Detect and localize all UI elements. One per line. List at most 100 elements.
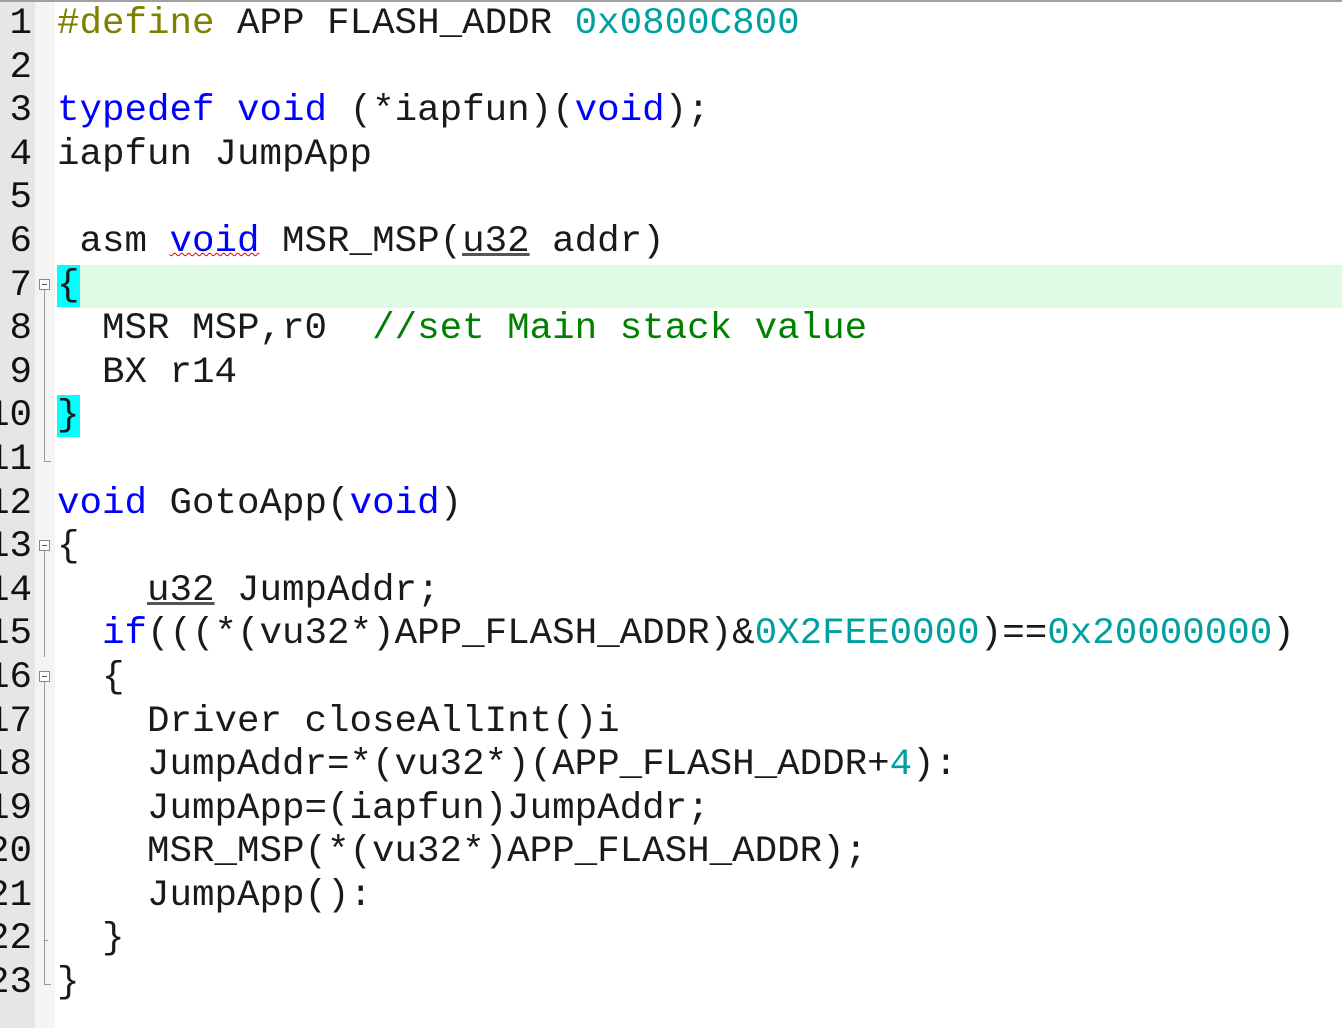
code-line[interactable]: 20 MSR_MSP(*(vu32*)APP_FLASH_ADDR); xyxy=(0,831,1342,875)
code-text[interactable]: MSR MSP,r0 //set Main stack value xyxy=(57,308,1342,352)
line-number: 11 xyxy=(0,438,32,481)
code-line[interactable]: 5 xyxy=(0,177,1342,221)
token: ) xyxy=(1272,613,1295,656)
code-text[interactable]: if(((*(vu32*)APP_FLASH_ADDR)&0X2FEE0000)… xyxy=(57,613,1342,657)
token-num: 0X2FEE0000 xyxy=(754,613,980,656)
token: JumpApp(): xyxy=(57,874,373,917)
code-line[interactable]: 21 JumpApp(): xyxy=(0,874,1342,919)
token-ul: u32 xyxy=(462,220,530,263)
token-num: 4 xyxy=(889,744,913,787)
code-line[interactable]: 11 xyxy=(0,438,1342,483)
line-number: 20 xyxy=(0,831,32,874)
code-text[interactable]: } xyxy=(57,918,1342,962)
code-text[interactable]: BX r14 xyxy=(57,352,1342,396)
token: { xyxy=(57,656,125,699)
code-line[interactable]: 18 JumpAddr=*(vu32*)(APP_FLASH_ADDR+4): xyxy=(0,744,1342,788)
code-line[interactable]: 6 asm void MSR_MSP(u32 addr) xyxy=(0,221,1342,265)
code-text[interactable]: #define APP FLASH_ADDR 0x0800C800 xyxy=(57,3,1342,47)
token: JumpAddr=*(vu32*)(APP_FLASH_ADDR+ xyxy=(57,744,890,787)
code-text[interactable]: u32 JumpAddr; xyxy=(57,570,1342,614)
fold-guide xyxy=(37,787,53,832)
fold-margin xyxy=(35,2,55,1028)
line-number: 23 xyxy=(0,962,32,1005)
code-line[interactable]: 15 if(((*(vu32*)APP_FLASH_ADDR)&0X2FEE00… xyxy=(0,613,1342,657)
code-line[interactable]: 8 MSR MSP,r0 //set Main stack value xyxy=(0,308,1342,352)
code-line[interactable]: 23} xyxy=(0,962,1342,1006)
token-kw: void xyxy=(349,482,440,525)
fold-guide xyxy=(37,831,53,875)
code-line[interactable]: 1 #define APP FLASH_ADDR 0x0800C800 xyxy=(0,3,1342,47)
fold-guide xyxy=(37,177,53,221)
line-number: 21 xyxy=(0,874,32,917)
code-text[interactable]: { xyxy=(57,264,1342,309)
line-number: 1 xyxy=(9,3,32,45)
line-number: 7 xyxy=(9,264,32,307)
code-line[interactable]: 16 { xyxy=(0,657,1342,701)
code-text[interactable]: iapfun JumpApp xyxy=(57,134,1342,178)
token: } xyxy=(57,918,125,961)
line-number: 6 xyxy=(9,220,32,263)
fold-guide xyxy=(37,351,53,396)
line-number: 22 xyxy=(0,918,32,961)
code-line[interactable]: 4 iapfun JumpApp xyxy=(0,134,1342,178)
code-text[interactable]: } xyxy=(57,395,1342,439)
token: ) xyxy=(439,482,463,525)
token xyxy=(57,570,147,612)
code-line[interactable]: 10} xyxy=(0,395,1342,439)
code-text[interactable] xyxy=(57,177,1342,221)
code-text[interactable]: asm void MSR_MSP(u32 addr) xyxy=(57,221,1342,265)
token-num: 0x0800C800 xyxy=(574,3,800,45)
code-text[interactable]: void GotoApp(void) xyxy=(57,483,1342,527)
line-number: 9 xyxy=(9,351,32,394)
line-number: 2 xyxy=(9,46,32,89)
fold-collapse-icon[interactable] xyxy=(37,657,53,701)
code-line[interactable]: 2 xyxy=(0,47,1342,91)
code-text[interactable]: JumpAddr=*(vu32*)(APP_FLASH_ADDR+4): xyxy=(57,744,1342,788)
code-text[interactable]: { xyxy=(57,526,1342,570)
fold-guide xyxy=(37,3,53,47)
code-text[interactable]: JumpApp=(iapfun)JumpAddr; xyxy=(57,788,1342,832)
token xyxy=(57,613,102,655)
token: BX r14 xyxy=(57,351,238,394)
token-ul: u32 xyxy=(147,569,215,612)
code-line[interactable]: 17 Driver closeAllInt()i xyxy=(0,700,1342,745)
line-number: 16 xyxy=(0,656,32,699)
fold-guide xyxy=(37,483,53,527)
code-text[interactable]: JumpApp(): xyxy=(57,875,1342,919)
token-kw: typedef xyxy=(57,90,215,133)
token: JumpAddr; xyxy=(214,569,440,612)
code-text[interactable] xyxy=(57,439,1342,483)
code-line[interactable]: 9 BX r14 xyxy=(0,351,1342,396)
code-text[interactable]: typedef void (*iapfun)(void); xyxy=(57,90,1342,134)
code-text[interactable]: } xyxy=(57,962,1342,1006)
fold-guide xyxy=(37,744,53,788)
token: (*iapfun)( xyxy=(327,90,575,133)
fold-guide xyxy=(37,395,53,439)
token: } xyxy=(57,962,80,1005)
fold-collapse-icon[interactable] xyxy=(37,265,53,309)
code-line[interactable]: 14 u32 JumpAddr; xyxy=(0,569,1342,614)
line-number: 18 xyxy=(0,744,32,787)
token: GotoApp( xyxy=(147,482,350,525)
line-number: 4 xyxy=(9,133,32,176)
code-text[interactable]: { xyxy=(57,657,1342,701)
fold-collapse-icon[interactable] xyxy=(37,526,53,571)
token-num: 0x20000000 xyxy=(1047,613,1273,656)
code-line[interactable]: 13{ xyxy=(0,526,1342,571)
window-top-border xyxy=(0,0,1342,2)
code-text[interactable] xyxy=(57,47,1342,91)
code-line[interactable]: 7{ xyxy=(0,264,1342,309)
code-text[interactable]: MSR_MSP(*(vu32*)APP_FLASH_ADDR); xyxy=(57,831,1342,875)
line-number: 15 xyxy=(0,613,32,656)
code-line[interactable]: 19 JumpApp=(iapfun)JumpAddr; xyxy=(0,787,1342,832)
token: ); xyxy=(664,90,710,133)
code-text[interactable]: Driver closeAllInt()i xyxy=(57,701,1342,745)
token-brace-hl: } xyxy=(57,395,80,438)
code-line[interactable]: 22 } xyxy=(0,918,1342,963)
token-kw: void xyxy=(574,90,665,133)
fold-guide xyxy=(37,134,53,178)
fold-guide xyxy=(37,308,53,352)
